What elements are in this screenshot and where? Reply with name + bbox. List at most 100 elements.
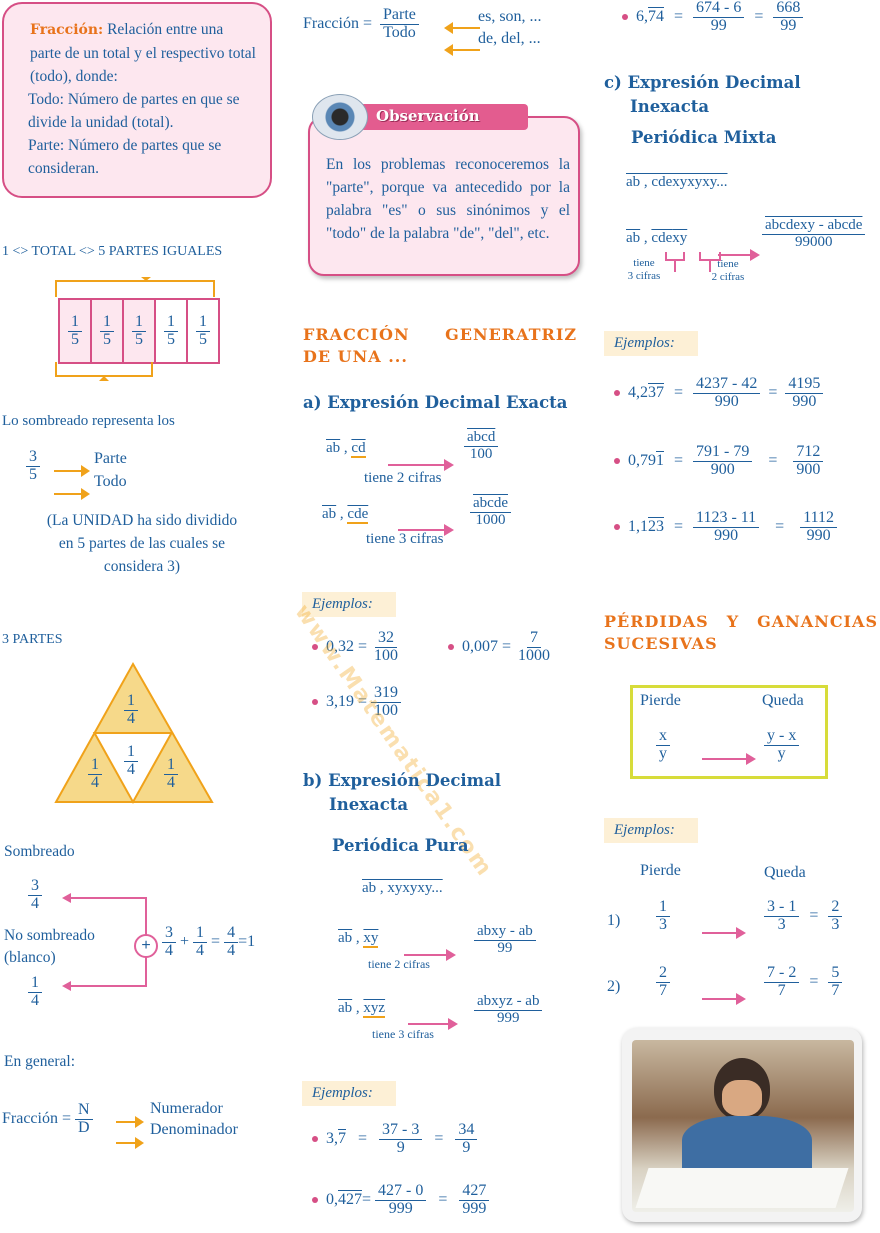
box-pierde: Pierde bbox=[640, 692, 681, 709]
no-sombreado-label: No sombreado (blanco) bbox=[4, 927, 95, 966]
observacion-text: En los problemas reconoceremos la "parte… bbox=[326, 156, 570, 242]
observacion-title: Observación bbox=[376, 107, 480, 125]
p1-label: 1) bbox=[607, 912, 621, 929]
top-bracket-icon bbox=[55, 277, 215, 297]
arrow-de-icon bbox=[440, 39, 486, 58]
ejemplos-b: Ejemplos: bbox=[302, 1081, 396, 1106]
c1-note2: tiene 2 cifras bbox=[710, 258, 746, 284]
definition-text: Fracción: Relación entre una parte de un… bbox=[30, 18, 258, 88]
shaded-caption: Lo sombreado representa los bbox=[2, 413, 175, 429]
es-son-label: es, son, ... bbox=[478, 8, 542, 25]
definition-box: Fracción: Relación entre una parte de un… bbox=[2, 2, 272, 198]
b-title: b) Expresión Decimal Inexacta bbox=[303, 769, 501, 817]
c-title: c) Expresión Decimal Inexacta bbox=[604, 71, 801, 119]
definition-todo: Todo: Número de partes en que se divide … bbox=[28, 91, 240, 131]
ex2-queda: Queda bbox=[764, 864, 806, 881]
b1-arrow-icon bbox=[404, 944, 456, 963]
a2-note: tiene 3 cifras bbox=[366, 531, 444, 547]
denominador-label: Denominador bbox=[150, 1121, 238, 1138]
b-title-line2: Inexacta bbox=[329, 795, 409, 814]
pura-form: ab , xyxyxy... bbox=[362, 880, 443, 896]
student-body bbox=[682, 1116, 812, 1176]
arrow-to-todo-icon bbox=[48, 483, 94, 502]
definition-parte: Parte: Número de partes que se considera… bbox=[28, 137, 222, 177]
sombreado-label: Sombreado bbox=[4, 843, 75, 860]
de-del-label: de, del, ... bbox=[478, 30, 541, 47]
tres-partes-label: 3 PARTES bbox=[2, 632, 63, 647]
definition-term: Fracción: bbox=[30, 22, 104, 38]
c1-brackets-icon bbox=[665, 252, 721, 272]
c1-note2-line1: tiene bbox=[717, 258, 739, 270]
c-title-line2: Inexacta bbox=[630, 97, 710, 116]
b-title-line1: b) Expresión Decimal bbox=[303, 771, 502, 790]
c1-form: ab , cdexy bbox=[626, 230, 688, 246]
arrow-to-parte-icon bbox=[48, 460, 94, 479]
mixta-form: ab , cdexyxyxy... bbox=[626, 174, 728, 190]
unidad-note: (La UNIDAD ha sido dividido en 5 partes … bbox=[46, 512, 238, 575]
student-face bbox=[722, 1080, 762, 1116]
circle-plus-icon: + bbox=[134, 934, 158, 958]
ex2-pierde: Pierde bbox=[640, 862, 681, 879]
desk-paper bbox=[635, 1168, 849, 1208]
definition-body: Relación entre una parte de un total y e… bbox=[30, 21, 256, 85]
eye-icon bbox=[312, 94, 368, 140]
b2-arrow-icon bbox=[408, 1013, 458, 1032]
arrow-es-icon bbox=[440, 17, 486, 36]
en-general-label: En general: bbox=[4, 1053, 76, 1070]
b1-note: tiene 2 cifras bbox=[368, 957, 430, 971]
a2-arrow-icon bbox=[398, 519, 454, 538]
a2-form: ab , cde bbox=[322, 506, 369, 524]
arrow-denominador-icon bbox=[110, 1132, 148, 1151]
arrow-numerador-icon bbox=[110, 1111, 148, 1130]
numerador-label: Numerador bbox=[150, 1100, 223, 1117]
b2-note: tiene 3 cifras bbox=[372, 1027, 434, 1041]
observacion-tab bbox=[360, 104, 528, 130]
ejemplos-p: Ejemplos: bbox=[604, 818, 698, 843]
perdidas-box bbox=[630, 685, 828, 779]
c1-arrow-icon bbox=[718, 244, 760, 263]
a1-form: ab , cd bbox=[326, 440, 366, 458]
bottom-bracket-icon bbox=[55, 362, 153, 381]
mixta-title: Periódica Mixta bbox=[631, 128, 777, 147]
b2-form: ab , xyz bbox=[338, 1000, 386, 1018]
a1-note: tiene 2 cifras bbox=[364, 470, 442, 486]
p2-arrow-icon bbox=[702, 988, 746, 1007]
ejemplos-c: Ejemplos: bbox=[604, 331, 698, 356]
c-title-line1: c) Expresión Decimal bbox=[604, 73, 801, 92]
b1-form: ab , xy bbox=[338, 930, 379, 948]
a-title: a) Expresión Decimal Exacta bbox=[303, 393, 568, 412]
c1-note1: tiene 3 cifras bbox=[626, 257, 662, 283]
todo-label: Todo bbox=[94, 473, 127, 490]
pura-title: Periódica Pura bbox=[332, 836, 469, 855]
